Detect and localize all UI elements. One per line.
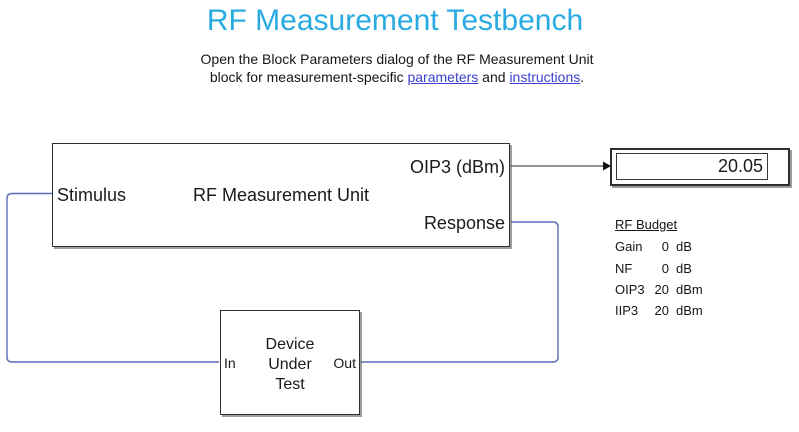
instructions-link[interactable]: instructions [509, 69, 581, 85]
subtitle-line2-suffix: . [580, 69, 585, 85]
stimulus-wire[interactable] [6, 192, 219, 363]
rf-budget-row-gain: Gain 0 dB [615, 236, 703, 257]
rf-budget-row-oip3: OIP3 20 dBm [615, 279, 703, 300]
budget-label: Gain [615, 239, 643, 255]
port-label-in: In [224, 355, 236, 371]
dut-name-line2: Under [268, 356, 312, 373]
rf-measurement-unit-block[interactable]: Stimulus OIP3 (dBm) Response RF Measurem… [52, 143, 510, 247]
dut-name-line3: Test [275, 376, 305, 393]
dut-name-line1: Device [265, 336, 315, 353]
rf-budget-annotation: RF Budget Gain 0 dB NF 0 dB OIP3 20 dBm … [615, 214, 703, 322]
device-under-test-name: Device Under Test [221, 335, 359, 395]
rf-measurement-unit-name: RF Measurement Unit [192, 185, 370, 205]
budget-value: 20 [654, 303, 669, 319]
budget-value: 0 [661, 239, 669, 255]
diagram-subtitle: Open the Block Parameters dialog of the … [0, 50, 794, 86]
subtitle-line2-middle: and [478, 69, 510, 85]
device-under-test-block[interactable]: Device Under Test In Out [220, 310, 360, 415]
rf-budget-row-iip3: IIP3 20 dBm [615, 300, 703, 321]
diagram-title: RF Measurement Testbench [206, 4, 584, 37]
budget-value: 20 [654, 281, 669, 297]
budget-label: OIP3 [615, 281, 645, 297]
rf-budget-title: RF Budget [615, 217, 678, 232]
rf-budget-row-nf: NF 0 dB [615, 257, 703, 278]
parameters-link[interactable]: parameters [407, 69, 479, 85]
display-block[interactable]: 20.05 [610, 148, 790, 186]
budget-unit: dBm [676, 281, 703, 297]
budget-unit: dB [676, 260, 692, 276]
port-label-out: Out [333, 355, 356, 371]
port-label-response: Response [423, 213, 505, 233]
display-value: 20.05 [616, 153, 768, 180]
port-label-oip3: OIP3 (dBm) [409, 157, 505, 177]
port-label-stimulus: Stimulus [57, 185, 127, 205]
response-wire[interactable] [361, 221, 559, 363]
budget-value: 0 [661, 260, 669, 276]
budget-label: NF [615, 260, 633, 276]
budget-unit: dB [676, 239, 692, 255]
subtitle-line2-prefix: block for measurement-specific [209, 69, 408, 85]
subtitle-line1: Open the Block Parameters dialog of the … [200, 51, 594, 67]
budget-unit: dBm [676, 303, 703, 319]
budget-label: IIP3 [615, 303, 639, 319]
